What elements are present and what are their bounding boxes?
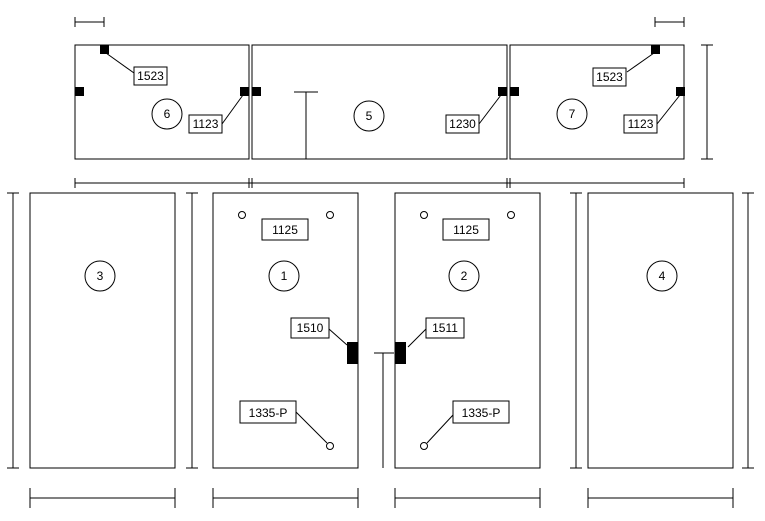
label-p7-top: 1523 <box>596 70 623 84</box>
panel-number-circle <box>353 100 385 132</box>
label-p2-bottom: 1335-P <box>462 406 501 420</box>
panel-number-circle <box>84 260 116 292</box>
panel-number-3: 3 <box>97 269 104 283</box>
label-box <box>290 317 330 339</box>
label-p1-top: 1125 <box>272 223 298 237</box>
dim-top-row-width <box>74 178 685 188</box>
panel-number-5: 5 <box>366 109 373 123</box>
panel-5: 1230 5 <box>251 44 508 160</box>
panel-1: 1125 1 1510 1335-P <box>212 192 359 508</box>
label-box <box>445 114 480 134</box>
label-box <box>623 114 658 134</box>
panel-number-circle <box>151 98 183 130</box>
panel-number-circle <box>268 260 300 292</box>
panel-number-circle <box>646 260 678 292</box>
panel-number-circle <box>448 260 480 292</box>
label-p6-top: 1523 <box>137 69 164 83</box>
label-p6-right: 1123 <box>193 117 219 131</box>
panel-number-1: 1 <box>281 269 288 283</box>
handle-block <box>395 342 406 364</box>
panel-2: 1125 2 1511 1335-P <box>394 192 541 508</box>
panel-3: 3 <box>7 192 198 508</box>
panel-number-6: 6 <box>164 107 171 121</box>
dim-center-height <box>374 352 394 468</box>
label-p5-right: 1230 <box>449 117 476 131</box>
label-p2-handle: 1511 <box>432 321 458 335</box>
panel-7: 1523 1123 7 <box>509 44 685 160</box>
label-box <box>188 114 223 134</box>
dim-top-left <box>74 17 105 27</box>
panel-6: 1523 1123 6 <box>74 44 250 160</box>
label-p7-left: 1123 <box>628 117 654 131</box>
panel-number-4: 4 <box>659 269 666 283</box>
label-p1-handle: 1510 <box>297 321 324 335</box>
panel-number-circle <box>556 98 588 130</box>
panel-number-2: 2 <box>461 269 468 283</box>
label-box <box>452 400 510 424</box>
label-box <box>442 218 490 241</box>
dim-top-row-height <box>701 44 713 160</box>
label-box <box>133 66 168 86</box>
panel-4: 4 <box>570 192 754 508</box>
panel-number-7: 7 <box>569 107 576 121</box>
label-p2-top: 1125 <box>453 223 479 237</box>
label-box <box>261 218 309 241</box>
handle-block <box>347 342 358 364</box>
label-box <box>425 317 465 339</box>
label-p1-bottom: 1335-P <box>249 406 288 420</box>
label-box <box>592 67 627 87</box>
dim-top-right <box>654 17 685 27</box>
